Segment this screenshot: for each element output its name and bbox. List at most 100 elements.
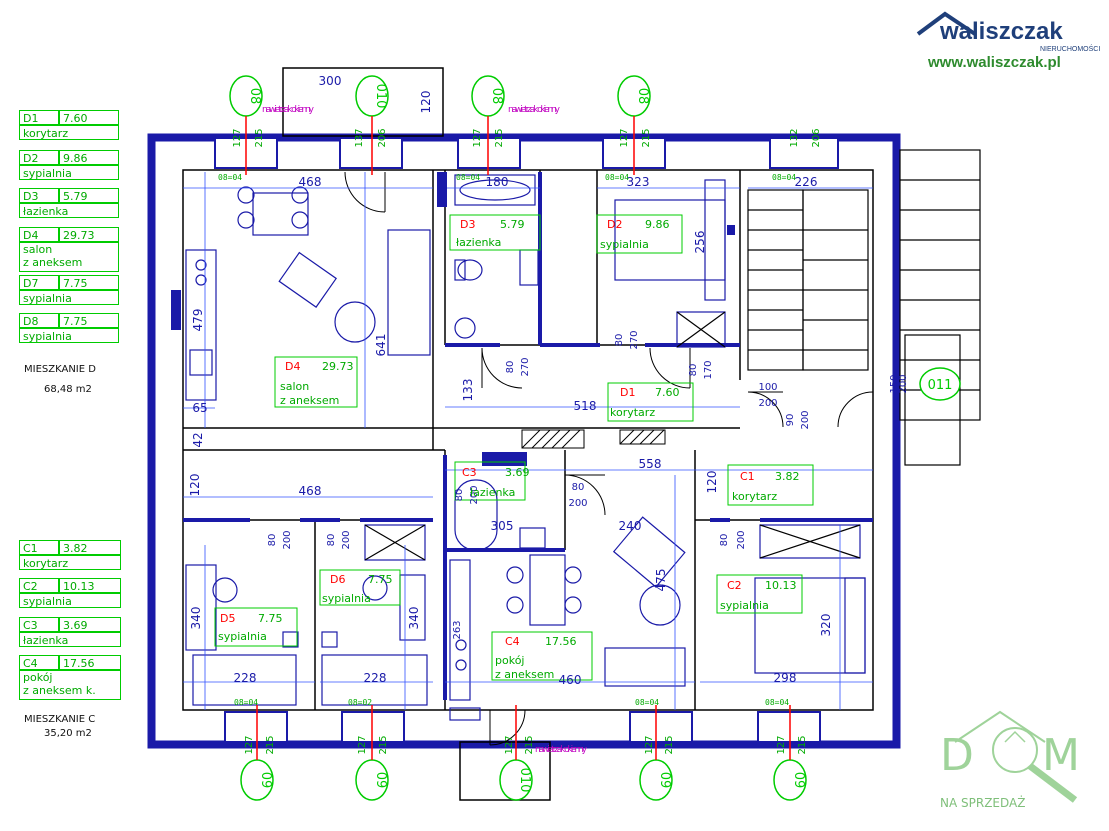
svg-text:127: 127 (619, 128, 630, 147)
brand-tagline: NIERUCHOMOŚCI (1040, 46, 1101, 53)
legend-area: 10.13 (59, 578, 121, 593)
doors (344, 171, 874, 746)
svg-text:korytarz: korytarz (610, 406, 655, 419)
dimension-lines (183, 172, 873, 710)
dimension-texts: 300 120 468 180 323 226 256 479 641 65 4… (188, 74, 909, 687)
svg-text:270: 270 (629, 330, 640, 349)
svg-text:200: 200 (736, 530, 747, 549)
watermark-letter-m: M (1042, 730, 1080, 781)
legend-name: pokój z aneksem k. (19, 670, 121, 700)
legend-name: korytarz (19, 555, 121, 570)
svg-text:80: 80 (454, 489, 465, 502)
svg-text:D6: D6 (330, 573, 345, 586)
legend-code: D7 (19, 275, 59, 290)
svg-text:215: 215 (378, 735, 389, 754)
svg-text:137: 137 (354, 128, 365, 147)
brand-name: waliszczak (940, 18, 1063, 45)
room-label-boxes (214, 214, 814, 681)
svg-text:200: 200 (282, 530, 293, 549)
svg-text:5.79: 5.79 (500, 218, 525, 231)
legend-area: 3.69 (59, 617, 121, 632)
legend-area: 7.60 (59, 110, 119, 125)
svg-text:D2: D2 (607, 218, 622, 231)
window-tag: 08 (635, 88, 650, 105)
legend-code: C4 (19, 655, 59, 670)
svg-text:80: 80 (688, 364, 699, 377)
svg-text:salon: salon (280, 380, 309, 393)
svg-text:C2: C2 (727, 579, 742, 592)
apartment-d-total: 68,48 m2 (44, 384, 92, 395)
window-tag: 010 (373, 84, 388, 109)
wall-fill (171, 172, 735, 466)
svg-text:127: 127 (232, 128, 243, 147)
brand-url[interactable]: www.waliszczak.pl (928, 54, 1061, 71)
sill-labels: 08=04 08=04 08=04 08=02 08=04 08=04 08=0… (218, 173, 796, 707)
window-tag: 09 (258, 772, 273, 789)
svg-text:08=04: 08=04 (635, 698, 659, 707)
legend-name: łazienka (19, 203, 119, 218)
svg-text:263: 263 (452, 620, 463, 639)
svg-text:pokój: pokój (495, 654, 524, 667)
svg-text:120: 120 (188, 474, 202, 497)
legend-area: 17.56 (59, 655, 121, 670)
svg-text:215: 215 (494, 128, 505, 147)
window-tags (229, 75, 961, 801)
svg-text:80: 80 (267, 534, 278, 547)
legend-code: C3 (19, 617, 59, 632)
svg-text:C3: C3 (462, 466, 477, 479)
balconies (282, 67, 551, 801)
svg-text:17.56: 17.56 (545, 635, 577, 648)
svg-text:132: 132 (789, 128, 800, 147)
svg-text:340: 340 (189, 607, 203, 630)
window-tag: 09 (657, 772, 672, 789)
legend-code: C1 (19, 540, 59, 555)
vent-labels: nawietrzak okienny nawietrzak okienny na… (262, 105, 588, 755)
legend-code: D1 (19, 110, 59, 125)
svg-text:10.13: 10.13 (765, 579, 797, 592)
svg-text:7.75: 7.75 (258, 612, 283, 625)
svg-text:D4: D4 (285, 360, 300, 373)
legend-name: sypialnia (19, 328, 119, 343)
svg-text:65: 65 (192, 401, 207, 415)
svg-text:468: 468 (299, 484, 322, 498)
svg-text:127: 127 (504, 735, 515, 754)
legend-area: 9.86 (59, 150, 119, 165)
svg-text:300: 300 (319, 74, 342, 88)
svg-text:215: 215 (641, 128, 652, 147)
svg-text:641: 641 (374, 334, 388, 357)
window-tag-labels: 08 010 08 08 09 09 010 09 09 011 (247, 84, 952, 793)
legend-apartment-c: C1 3.82 korytarz C2 10.13 sypialnia C3 3… (19, 540, 121, 700)
legend-apartment-d: D1 7.60 korytarz D2 9.86 sypialnia D3 5.… (19, 110, 119, 350)
svg-text:D1: D1 (620, 386, 635, 399)
svg-text:7.75: 7.75 (368, 573, 393, 586)
svg-text:200: 200 (568, 498, 587, 509)
window-openings (214, 137, 839, 743)
svg-text:90: 90 (785, 414, 796, 427)
svg-text:323: 323 (627, 175, 650, 189)
svg-text:08=04: 08=04 (456, 173, 480, 182)
svg-text:08=04: 08=04 (218, 173, 242, 182)
room-labels: D4 29.73 salon z aneksem D3 5.79 łazienk… (218, 218, 800, 681)
legend-name: salon z aneksem (19, 242, 119, 272)
svg-text:215: 215 (265, 735, 276, 754)
legend-name: korytarz (19, 125, 119, 140)
legend-name: sypialnia (19, 165, 119, 180)
svg-text:80: 80 (614, 334, 625, 347)
svg-text:200: 200 (469, 485, 480, 504)
svg-text:256: 256 (693, 231, 707, 254)
svg-text:215: 215 (797, 735, 808, 754)
svg-text:200: 200 (800, 410, 811, 429)
legend-area: 3.82 (59, 540, 121, 555)
legend-area: 5.79 (59, 188, 119, 203)
legend-name: sypialnia (19, 290, 119, 305)
svg-text:228: 228 (234, 671, 257, 685)
svg-text:C1: C1 (740, 470, 755, 483)
svg-text:80: 80 (326, 534, 337, 547)
svg-text:298: 298 (774, 671, 797, 685)
svg-text:340: 340 (407, 607, 421, 630)
svg-text:120: 120 (419, 91, 433, 114)
svg-text:200: 200 (341, 530, 352, 549)
svg-text:558: 558 (639, 457, 662, 471)
window-size-labels: 127 215 137 206 127 215 127 215 132 206 … (232, 128, 822, 754)
svg-text:08=04: 08=04 (772, 173, 796, 182)
